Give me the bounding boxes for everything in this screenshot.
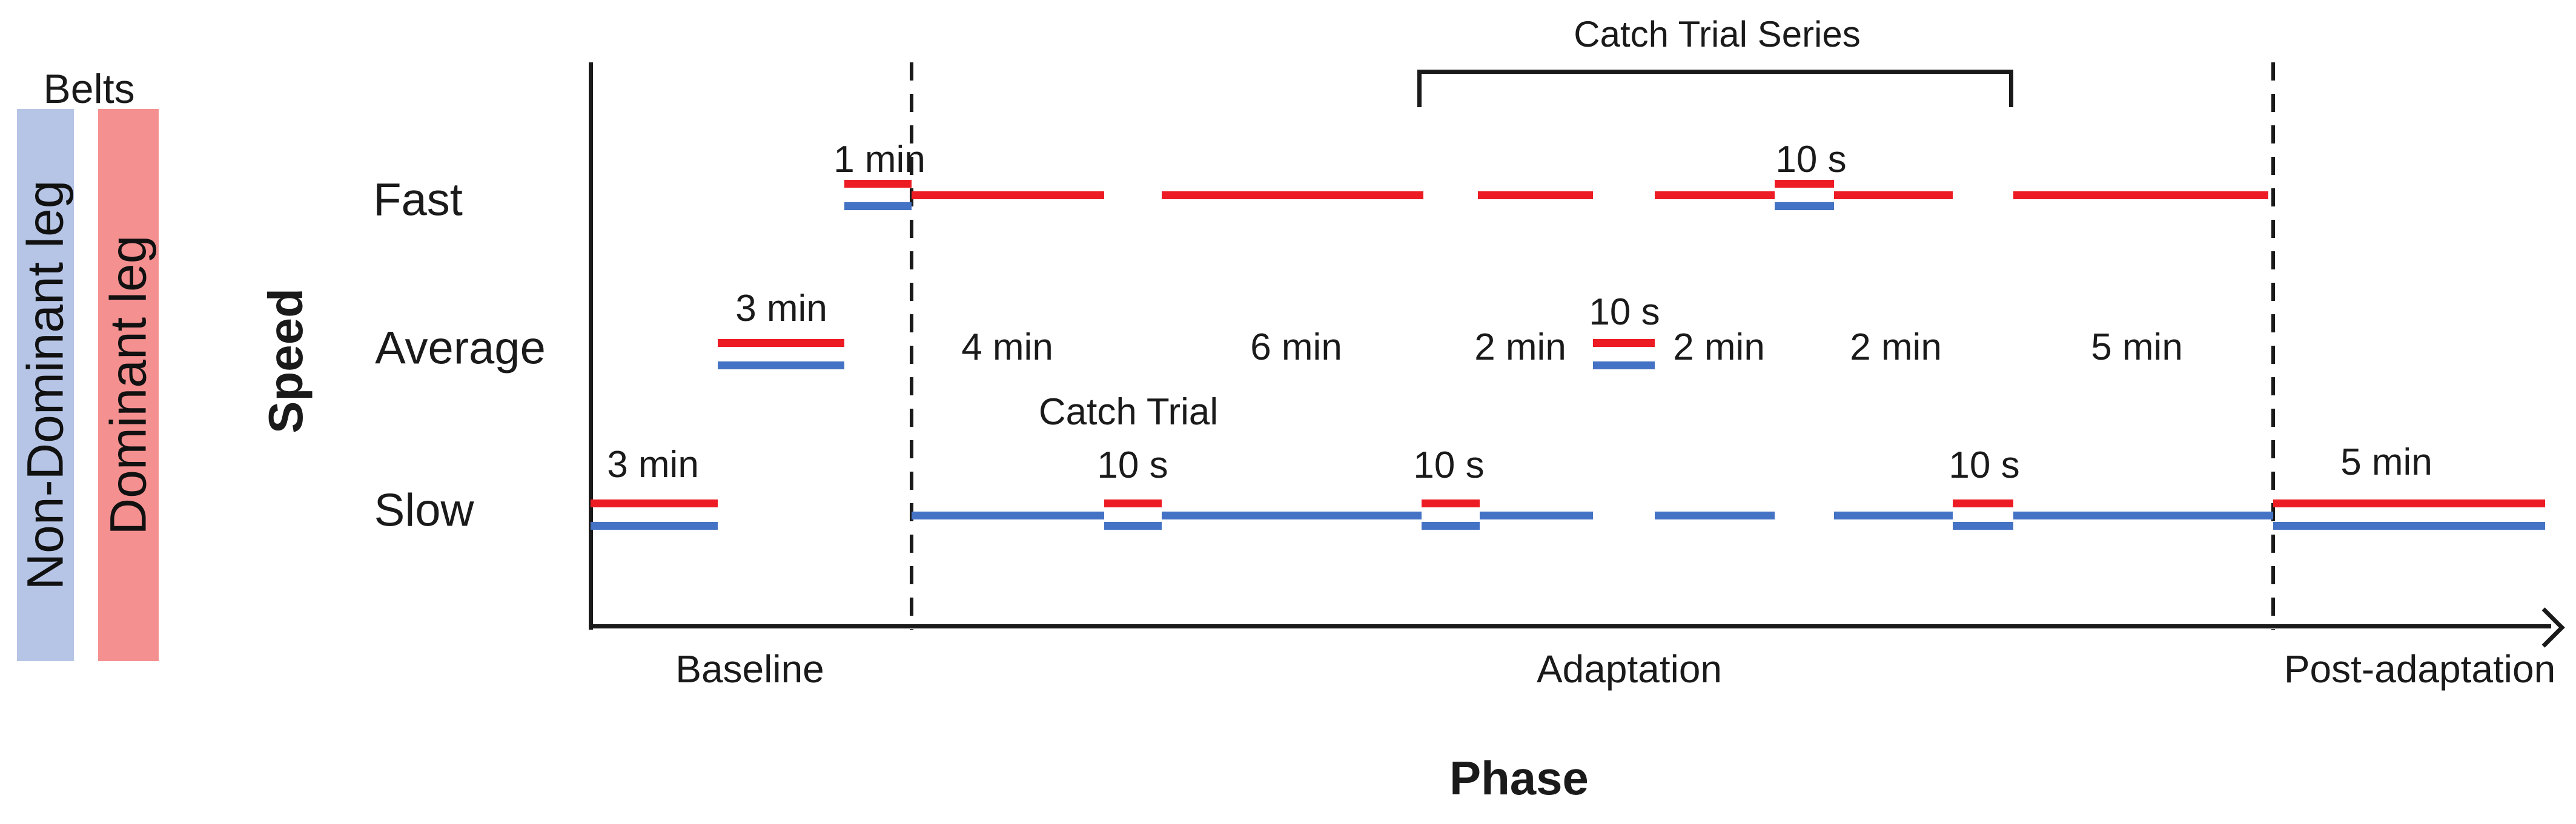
segment-adapt-dominant-fast-2min-c bbox=[1834, 191, 1953, 199]
segment-catch-series-slow-10s-b-non-dominant bbox=[1953, 522, 2013, 530]
catch-trial-series-label: Catch Trial Series bbox=[1574, 14, 1861, 54]
duration-annotation: 10 s bbox=[1097, 444, 1168, 486]
segment-adapt-nondominant-slow-5 bbox=[1834, 512, 1953, 519]
segment-adapt-dominant-fast-4min bbox=[912, 191, 1104, 199]
y-axis-title: Speed bbox=[259, 288, 313, 434]
segment-baseline-fast-both-1min-non-dominant bbox=[844, 202, 912, 210]
speed-tick-slow: Slow bbox=[374, 484, 474, 536]
x-axis-title: Phase bbox=[1449, 751, 1589, 805]
dominant-leg-label: Dominant leg bbox=[99, 235, 157, 535]
segment-catch-series-fast-10s-non-dominant bbox=[1775, 202, 1834, 210]
segment-baseline-slow-both-3min-non-dominant bbox=[591, 522, 718, 530]
adaptation-post-divider bbox=[2271, 62, 2275, 630]
duration-annotation: 2 min bbox=[1850, 326, 1942, 368]
segment-adapt-dominant-fast-2min-b bbox=[1655, 191, 1775, 199]
duration-annotation: 2 min bbox=[1474, 326, 1566, 368]
segment-adapt-dominant-fast-5min bbox=[2013, 191, 2268, 199]
segment-catch-trial-slow-10s-dominant bbox=[1104, 499, 1162, 507]
segment-adapt-nondominant-slow-3 bbox=[1480, 512, 1593, 519]
duration-annotation: 3 min bbox=[607, 444, 699, 486]
duration-annotation: 10 s bbox=[1413, 444, 1485, 486]
segment-catch-series-slow-10s-a-non-dominant bbox=[1422, 522, 1480, 530]
x-axis-line bbox=[589, 624, 2551, 628]
duration-annotation: 10 s bbox=[1775, 139, 1847, 180]
segment-catch-series-average-10s-non-dominant bbox=[1593, 361, 1655, 369]
segment-baseline-average-both-3min-dominant bbox=[718, 339, 844, 347]
phase-tick-baseline: Baseline bbox=[675, 647, 824, 691]
segment-adapt-dominant-fast-2min-a bbox=[1478, 191, 1593, 199]
phase-tick-post-adaptation: Post-adaptation bbox=[2283, 647, 2556, 691]
duration-annotation: 2 min bbox=[1673, 326, 1765, 368]
segment-catch-series-slow-10s-a-dominant bbox=[1422, 499, 1480, 507]
non-dominant-leg-belt-swatch: Non-Dominant leg bbox=[17, 109, 74, 661]
duration-annotation: 10 s bbox=[1589, 291, 1660, 333]
x-axis-arrowhead-icon bbox=[2525, 607, 2565, 648]
segment-adapt-nondominant-slow-1 bbox=[912, 512, 1104, 519]
duration-annotation: 4 min bbox=[961, 326, 1053, 368]
duration-annotation: 5 min bbox=[2340, 441, 2432, 483]
duration-annotation: 1 min bbox=[833, 139, 925, 180]
segment-baseline-fast-both-1min-dominant bbox=[844, 180, 912, 188]
segment-adapt-nondominant-slow-2 bbox=[1162, 512, 1422, 519]
segment-adapt-nondominant-slow-6 bbox=[2013, 512, 2273, 519]
duration-annotation: 6 min bbox=[1250, 326, 1342, 368]
duration-annotation: 10 s bbox=[1949, 444, 2020, 486]
segment-post-slow-both-5min-dominant bbox=[2273, 499, 2545, 507]
belts-legend-title: Belts bbox=[43, 66, 135, 112]
segment-catch-series-fast-10s-dominant bbox=[1775, 180, 1834, 188]
catch-trial-series-bracket bbox=[1417, 70, 2013, 107]
duration-annotation: 5 min bbox=[2091, 326, 2183, 368]
y-axis-line bbox=[589, 62, 593, 630]
segment-catch-trial-slow-10s-non-dominant bbox=[1104, 522, 1162, 530]
speed-tick-average: Average bbox=[375, 322, 546, 374]
dominant-leg-belt-swatch: Dominant leg bbox=[98, 109, 159, 661]
non-dominant-leg-label: Non-Dominant leg bbox=[16, 180, 74, 590]
segment-baseline-average-both-3min-non-dominant bbox=[718, 361, 844, 369]
segment-adapt-nondominant-slow-4 bbox=[1655, 512, 1775, 519]
segment-baseline-slow-both-3min-dominant bbox=[591, 499, 718, 507]
phase-tick-adaptation: Adaptation bbox=[1536, 647, 1723, 691]
segment-adapt-dominant-fast-6min bbox=[1162, 191, 1423, 199]
segment-post-slow-both-5min-non-dominant bbox=[2273, 522, 2545, 530]
segment-catch-series-slow-10s-b-dominant bbox=[1953, 499, 2013, 507]
segment-catch-series-average-10s-dominant bbox=[1593, 339, 1655, 347]
baseline-adaptation-divider bbox=[910, 62, 913, 630]
duration-annotation: Catch Trial bbox=[1038, 391, 1219, 433]
speed-tick-fast: Fast bbox=[373, 174, 463, 226]
duration-annotation: 3 min bbox=[735, 288, 827, 329]
